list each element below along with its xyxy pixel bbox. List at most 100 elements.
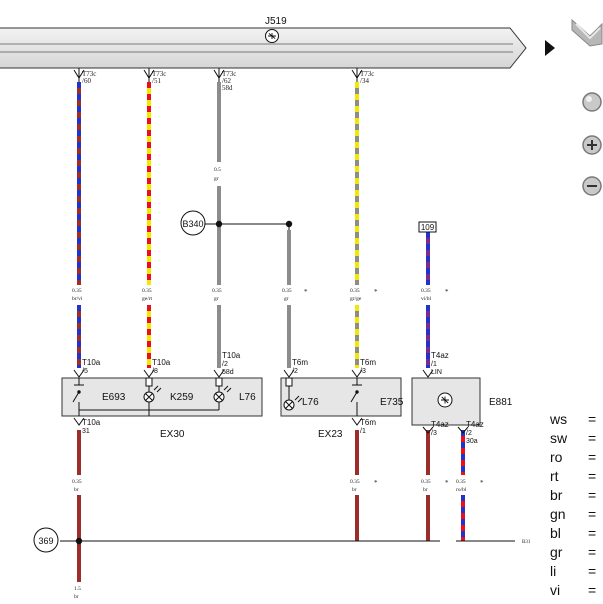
legend-equals: = [588, 411, 597, 427]
legend-code: li [550, 563, 557, 579]
pin-label: T73c [222, 70, 236, 78]
wire-size: 0.35 [72, 288, 82, 294]
wire-size: 0.5 [214, 167, 221, 173]
wire-size: 0.35 [421, 288, 431, 294]
pin-label: T10a [82, 358, 101, 367]
top-pin-labels: T73c /60 T73c /51 T73c /62 58d T73c /34 [82, 70, 374, 92]
pin-label: 30a [466, 438, 478, 445]
wire-size: 0.35 [350, 288, 360, 294]
label-e735: E735 [380, 397, 404, 408]
wire-mark: * [374, 288, 378, 296]
pin-label: 31 [82, 428, 90, 435]
wire-color: ro/bl [456, 487, 467, 493]
pin-label: /51 [152, 77, 161, 85]
legend-equals: = [588, 544, 597, 560]
pin-label: /60 [82, 77, 91, 85]
pin-label: T4az [466, 420, 484, 429]
pin-label: /1 [360, 428, 366, 435]
label-ex30: EX30 [160, 429, 185, 440]
ground-369-label: 369 [38, 536, 53, 546]
ground-continuation-label: B31 [522, 540, 531, 545]
legend-code: rt [550, 468, 559, 484]
bulb-l76-icon [283, 377, 303, 411]
legend-code: gn [550, 506, 566, 522]
legend-code: sw [550, 430, 568, 446]
legend-code: bl [550, 525, 561, 541]
mid-pin-arrows [73, 369, 434, 378]
wire-mark: * [445, 288, 449, 296]
wire-color: gr [214, 176, 219, 182]
wire-mark: * [304, 288, 308, 296]
pin-label: /3 [360, 368, 366, 375]
pin-label: T73c [82, 70, 96, 78]
connection-109: 109 [418, 221, 437, 233]
zoom-out-icon[interactable] [582, 176, 602, 196]
pin-label: /1 [431, 361, 437, 368]
pin-label: /3 [431, 430, 437, 437]
wire-color: vi/bl [421, 296, 432, 302]
legend-code: ws [550, 411, 568, 427]
junction-b340: B340 [180, 210, 293, 236]
mid-pin-labels: T10a /5 T10a /8 T10a /2 58d T6m /2 T6m /… [82, 351, 449, 376]
component-box-e881: E881 [411, 377, 513, 426]
wire-color: gr [284, 296, 289, 302]
pin-label: /5 [82, 368, 88, 375]
legend-code: vi [550, 582, 561, 598]
wire-size: 0.35 [212, 288, 222, 294]
legend-code: gr [550, 544, 563, 560]
wire-size: 0.35 [142, 288, 152, 294]
legend-equals: = [588, 487, 597, 503]
pin-label: T4az [431, 351, 449, 360]
pin-label: T10a [82, 418, 101, 427]
wire-mark: * [374, 479, 378, 487]
legend-equals: = [588, 430, 597, 446]
pin-label: T73c [360, 70, 374, 78]
wire-color: br [352, 487, 357, 493]
wire-mark: * [445, 479, 449, 487]
label-k259: K259 [170, 392, 194, 403]
bus-id: J519 [265, 16, 287, 27]
pin-label: T10a [152, 358, 171, 367]
legend-equals: = [588, 468, 597, 484]
top-pin-arrows [73, 68, 363, 82]
legend-equals: = [588, 525, 597, 541]
pin-label: /62 [222, 77, 231, 85]
pin-label: T6m [360, 418, 376, 427]
control-unit-bus: J519 [0, 16, 527, 69]
wire-color: br/vi [72, 296, 83, 302]
wire-color: ge/rt [142, 296, 153, 302]
pin-label: T4az [431, 420, 449, 429]
pin-label: 58d [222, 369, 234, 376]
switch-e693-icon [72, 378, 84, 416]
wire-color: br [423, 487, 428, 493]
pin-label: /8 [152, 368, 158, 375]
pin-label: /34 [360, 77, 369, 85]
label-e693: E693 [102, 392, 126, 403]
pin-label: /2 [466, 430, 472, 437]
label-e881: E881 [489, 397, 513, 408]
wire-size: 0.35 [72, 479, 82, 485]
label-l76-ex30: L76 [239, 392, 256, 403]
legend-equals: = [588, 563, 597, 579]
wire-size: 1.5 [74, 586, 81, 592]
junction-b340-label: B340 [182, 219, 203, 229]
wire-color: br [74, 487, 79, 493]
legend-code: ro [550, 449, 563, 465]
legend-equals: = [588, 449, 597, 465]
connection-109-label: 109 [421, 223, 435, 232]
play-arrow-icon[interactable] [545, 40, 555, 56]
bottom-pin-arrows [73, 417, 469, 434]
magnifier-icon[interactable] [582, 92, 602, 112]
pin-label: /2 [222, 361, 228, 368]
wire-color: br [74, 594, 79, 600]
wire-size: 0.35 [421, 479, 431, 485]
pin-label: T6m [360, 358, 376, 367]
pin-label: /2 [292, 368, 298, 375]
zoom-in-icon[interactable] [582, 135, 602, 155]
legend-equals: = [588, 506, 597, 522]
hand-pan-icon[interactable] [571, 18, 603, 47]
wire-size: 0.35 [282, 288, 292, 294]
label-l76-ex23: L76 [302, 397, 319, 408]
control-unit-symbol-icon [437, 392, 453, 408]
